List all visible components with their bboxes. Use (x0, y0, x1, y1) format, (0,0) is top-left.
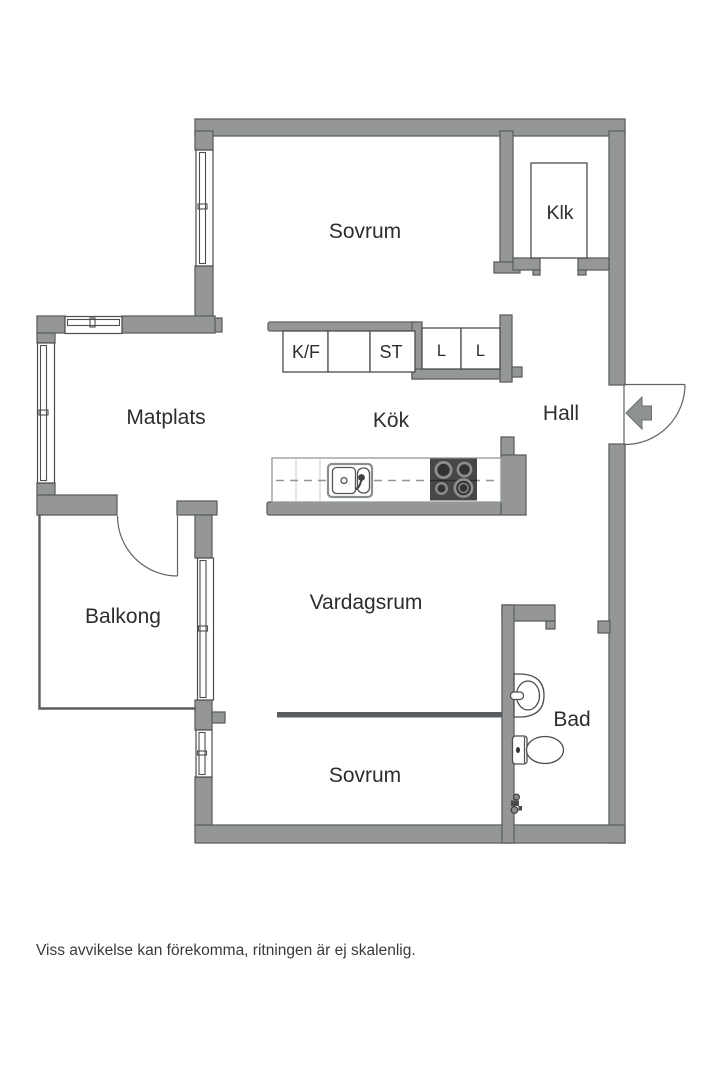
wall-right-upper (608, 130, 626, 386)
wall-right-lower (608, 443, 626, 844)
fridge-freezer-cabinet (282, 330, 329, 373)
window-matplats-north (64, 315, 123, 335)
wall-bad-west (501, 604, 515, 844)
stove (430, 458, 477, 501)
disclaimer-text: Viss avvikelse kan förekomma, ritningen … (36, 942, 416, 959)
room-label-sovrum-bottom: Sovrum (329, 764, 401, 787)
wall-partition-thin (277, 712, 502, 718)
cabinet-label-kf: K/F (292, 342, 320, 362)
bathroom-fixtures (509, 673, 565, 814)
faucet-icon (358, 474, 365, 481)
linen-closet-2 (460, 327, 501, 370)
room-label-klk: Klk (546, 202, 573, 224)
walls (36, 118, 626, 844)
balcony-outline (38, 515, 196, 710)
kitchen-counter (271, 457, 502, 503)
wall-bottom (194, 824, 626, 844)
room-label-sovrum-top: Sovrum (329, 220, 401, 243)
wall-right-bad-jamb (597, 620, 611, 634)
window-sovrum-top (195, 149, 214, 267)
entrance-arrow-icon (625, 395, 652, 431)
room-label-vardagsrum: Vardagsrum (310, 591, 423, 614)
entrance-door (623, 383, 686, 446)
window-vardagsrum-balkong (196, 557, 215, 701)
cabinet (327, 330, 371, 373)
room-label-balkong: Balkong (85, 605, 161, 628)
klk-wardrobe (530, 162, 588, 259)
room-labels: Sovrum Klk Matplats Kök Hall Balkong Var… (85, 202, 591, 787)
cabinet-label-st: ST (379, 342, 402, 362)
window-sovrum-bottom (195, 729, 213, 778)
cleaning-cabinet (369, 330, 416, 373)
window-matplats-west (36, 342, 56, 484)
cabinet-label-l1: L (437, 342, 446, 360)
room-label-matplats: Matplats (126, 406, 205, 429)
floor-drain-icon (510, 793, 522, 814)
cabinet-labels: K/F ST L L (292, 342, 485, 362)
toilet (511, 735, 565, 765)
kitchen-cabinets (282, 327, 501, 373)
wall-top (194, 118, 626, 137)
room-label-kok: Kök (373, 409, 410, 432)
room-label-bad: Bad (553, 708, 590, 731)
room-label-hall: Hall (543, 402, 579, 425)
cabinet-label-l2: L (476, 342, 485, 360)
wall-klk-divider (499, 130, 514, 263)
kitchen-sink (326, 462, 374, 499)
balcony-door (116, 515, 179, 577)
bathroom-sink (509, 673, 545, 718)
wall-hall-west (499, 314, 513, 383)
